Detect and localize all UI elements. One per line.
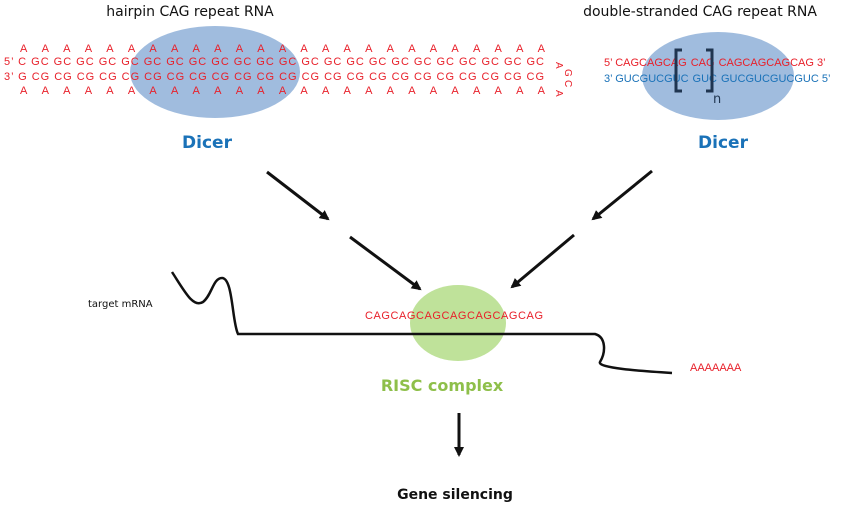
hairpin-bottom-loop: A A A A A A A A A A A A A A A A A A A A … — [20, 85, 546, 97]
gene-silencing-label: Gene silencing — [397, 487, 513, 503]
hairpin-dicer-label: Dicer — [182, 133, 233, 153]
ds-sense-repeat: CAG — [691, 57, 715, 69]
ds-dicer-label: Dicer — [698, 133, 749, 153]
hairpin-loop-letter-4: A — [553, 90, 564, 97]
target-mrna-label: target mRNA — [88, 299, 153, 310]
arrow-ds-lower — [510, 233, 575, 289]
risc-complex-label: RISC complex — [381, 376, 504, 395]
ds-sense-3: CAGCAGCAGCAG 3’ — [719, 57, 826, 69]
ds-anti-5: GUCGUCGUCGUC 5’ — [721, 73, 830, 85]
ds-repeat-bracket-left — [674, 48, 682, 93]
ds-dicer-ellipse — [642, 32, 794, 120]
ds-anti-3: 3’ GUCGUCGUC — [604, 73, 689, 85]
ds-repeat-n: n — [713, 92, 721, 107]
hairpin-strand-3: 3’ G CG CG CG CG CG CG CG CG CG CG CG CG… — [4, 71, 544, 83]
ds-title: double-stranded CAG repeat RNA — [583, 4, 817, 20]
ds-sense-5: 5’ CAGCAGCAG — [604, 57, 687, 69]
arrow-hairpin-lower — [349, 235, 422, 291]
hairpin-dicer-ellipse — [130, 26, 300, 118]
hairpin-top-loop: A A A A A A A A A A A A A A A A A A A A … — [20, 43, 546, 55]
hairpin-loop-letter-1: A — [553, 62, 564, 69]
arrow-ds-upper — [591, 169, 653, 221]
arrow-hairpin-upper — [266, 170, 330, 221]
ds-repeat-bracket-right — [706, 48, 714, 93]
ds-sense-strand: 5’ CAGCAGCAG CAG CAGCAGCAGCAG 3’ — [604, 57, 826, 69]
target-mrna-strand — [170, 271, 673, 375]
hairpin-loop-letter-3: C — [562, 80, 573, 87]
hairpin-title: hairpin CAG repeat RNA — [106, 4, 274, 20]
hairpin-loop-letter-2: G — [562, 69, 573, 77]
risc-ellipse — [410, 285, 506, 361]
risc-guide-sequence: CAGCAGCAGCAGCAGCAGCAG — [365, 310, 543, 322]
hairpin-strand-5: 5’ C GC GC GC GC GC GC GC GC GC GC GC GC… — [4, 56, 544, 68]
poly-a-tail: AAAAAAA — [690, 362, 742, 374]
